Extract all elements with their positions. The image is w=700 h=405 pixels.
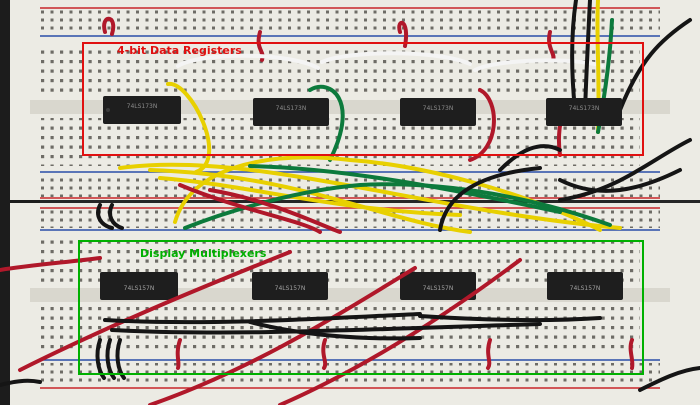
lower-red-wires (0, 250, 635, 405)
mux-chip: 74LS157N (547, 272, 623, 300)
chip-marking: 74LS173N (423, 105, 454, 112)
register-chip: 74LS173N (103, 96, 181, 124)
chip-marking: 74LS157N (275, 285, 306, 292)
lower-black-wires (0, 312, 700, 392)
multiplexers-label: Display Multiplexers (140, 247, 267, 260)
register-chip: 74LS173N (400, 98, 476, 126)
register-chip: 74LS173N (546, 98, 622, 126)
chip-marking: 74LS173N (569, 105, 600, 112)
chip-marking: 74LS157N (570, 285, 601, 292)
register-chips: 74LS173N 74LS173N 74LS173N 74LS173N (103, 96, 622, 126)
registers-highlight-box (82, 42, 644, 156)
mux-chip: 74LS157N (252, 272, 328, 300)
mux-chips: 74LS157N 74LS157N 74LS157N 74LS157N (100, 272, 623, 300)
chip-marking: 74LS173N (276, 105, 307, 112)
chip-marking: 74LS157N (124, 285, 155, 292)
register-chip: 74LS173N (253, 98, 329, 126)
multiplexers-highlight-box (78, 240, 644, 375)
mux-chip: 74LS157N (400, 272, 476, 300)
chip-marking: 74LS173N (127, 103, 158, 110)
registers-label: 4-bit Data Registers (117, 44, 242, 57)
mux-chip: 74LS157N (100, 272, 178, 300)
crossing-wires (96, 144, 682, 234)
chip-marking: 74LS157N (423, 285, 454, 292)
white-jumpers (176, 51, 604, 72)
